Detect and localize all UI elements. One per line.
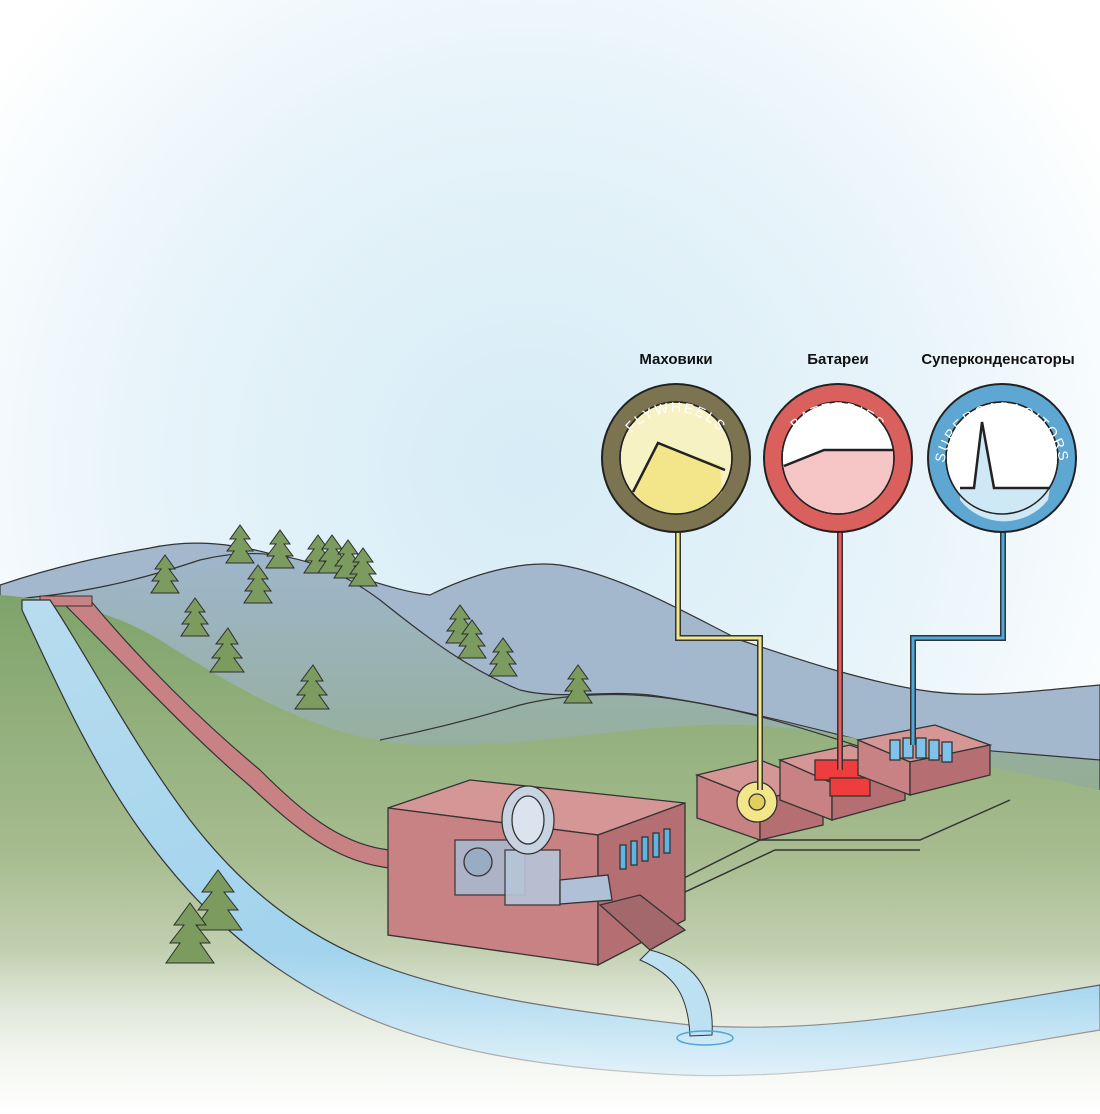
outlet-waterfall: [639, 949, 713, 1037]
flywheel-connector-fill: [676, 528, 762, 790]
supercapacitors-title: Суперконденсаторы: [921, 351, 1074, 368]
supercapacitors-gauge: SUPERCAPACITORS: [927, 383, 1077, 533]
tree: [243, 564, 273, 604]
tree: [488, 637, 518, 677]
power-lines: [679, 799, 1011, 893]
tree: [180, 597, 210, 637]
supercapacitor-building: [855, 724, 993, 796]
trees: [150, 524, 593, 964]
supercapacitor-connector-fill: [911, 528, 1005, 745]
flywheels-gauge: FLYWHEELS: [601, 383, 751, 533]
tree: [165, 902, 215, 964]
turbine-generator: [454, 785, 613, 906]
tree: [294, 664, 330, 710]
tree: [563, 664, 593, 704]
splash: [676, 1030, 734, 1046]
tree: [348, 547, 378, 587]
river-fade: [0, 950, 1100, 1114]
tree: [225, 524, 255, 564]
tree: [265, 529, 295, 569]
tree: [457, 619, 487, 659]
tree: [209, 627, 245, 673]
supercapacitor-icon: [889, 737, 953, 763]
powerhouse: [387, 779, 687, 967]
tree: [193, 869, 243, 931]
ground-ridge: [379, 693, 901, 761]
supercapacitors-curve: [960, 422, 1050, 522]
batteries-curve: [784, 450, 893, 514]
batteries-title: Батареи: [807, 351, 869, 368]
powerhouse-windows: [619, 828, 671, 870]
tree: [150, 554, 180, 594]
batteries-gauge: BATTERIES: [763, 383, 913, 533]
outlet-pipe: [598, 894, 687, 951]
flywheels-title: Маховики: [639, 351, 712, 368]
